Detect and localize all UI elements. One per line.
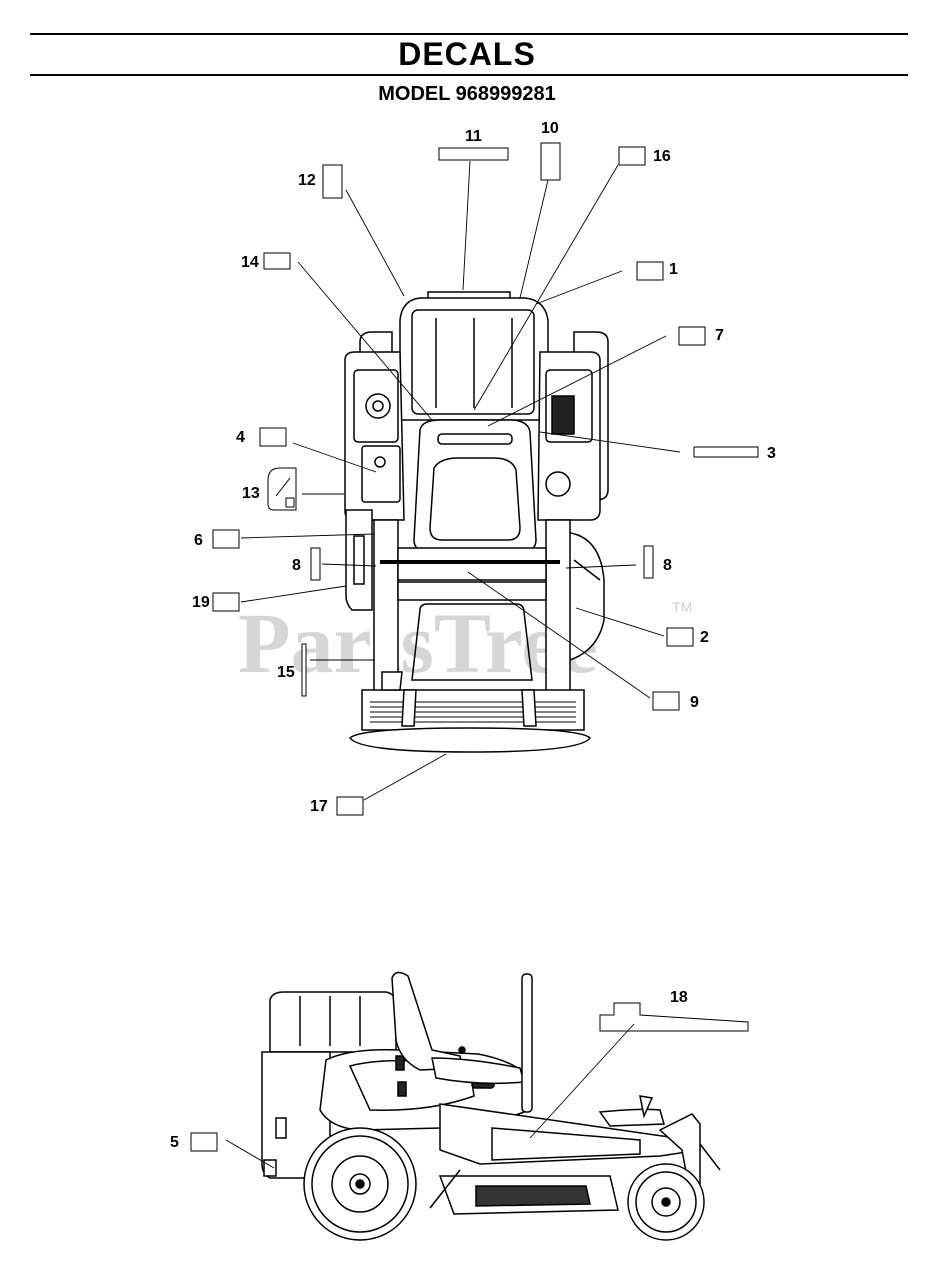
decal-box-1 xyxy=(636,261,664,281)
decal-box-17 xyxy=(336,796,364,816)
decal-box-6 xyxy=(212,529,240,549)
callout-3: 3 xyxy=(767,445,776,462)
decal-box-16 xyxy=(618,146,646,166)
callout-16: 16 xyxy=(653,148,671,165)
decal-box-14 xyxy=(263,252,291,270)
decal-box-11 xyxy=(438,147,509,161)
callout-15: 15 xyxy=(277,664,295,681)
leader-lines xyxy=(225,160,681,1169)
decal-box-3 xyxy=(693,446,759,458)
watermark-text: PartsTree xyxy=(238,595,598,691)
watermark-tm: TM xyxy=(672,599,692,615)
model-subtitle: MODEL 968999281 xyxy=(378,83,556,105)
callout-9: 9 xyxy=(690,694,699,711)
mower-side-view xyxy=(261,971,721,1241)
callout-5: 5 xyxy=(170,1134,179,1151)
decal-box-8-left xyxy=(310,547,321,581)
callout-8-right: 8 xyxy=(663,557,672,574)
callout-boxes xyxy=(190,142,759,1152)
callout-6: 6 xyxy=(194,532,203,549)
callout-12: 12 xyxy=(298,172,316,189)
top-rule xyxy=(30,33,908,35)
callout-1: 1 xyxy=(669,261,678,278)
callout-10: 10 xyxy=(541,120,559,137)
decal-box-2 xyxy=(666,627,694,647)
callout-4: 4 xyxy=(236,429,245,446)
callout-7: 7 xyxy=(715,327,724,344)
callout-11: 11 xyxy=(465,128,482,145)
callout-numbers: 11 10 16 12 14 1 7 4 3 13 6 8 8 19 2 15 … xyxy=(170,120,776,1151)
mower-top-view xyxy=(344,291,609,753)
decal-box-7 xyxy=(678,326,706,346)
callout-14: 14 xyxy=(241,254,259,271)
decal-box-9 xyxy=(652,691,680,711)
page-title: DECALS xyxy=(398,36,536,72)
decal-box-19 xyxy=(212,592,240,612)
callout-13: 13 xyxy=(242,485,260,502)
watermark: PartsTree TM xyxy=(238,595,692,691)
callout-19: 19 xyxy=(192,594,210,611)
decal-box-18 xyxy=(599,1002,749,1032)
callout-18: 18 xyxy=(670,989,688,1006)
decal-box-12 xyxy=(322,164,343,199)
callout-8-left: 8 xyxy=(292,557,301,574)
callout-2: 2 xyxy=(700,629,709,646)
decal-box-10 xyxy=(540,142,561,181)
title-rule xyxy=(30,74,908,76)
decal-box-4 xyxy=(259,427,287,447)
decal-box-8-right xyxy=(643,545,654,579)
callout-17: 17 xyxy=(310,798,328,815)
decal-box-5 xyxy=(190,1132,218,1152)
decal-box-15 xyxy=(301,643,307,697)
